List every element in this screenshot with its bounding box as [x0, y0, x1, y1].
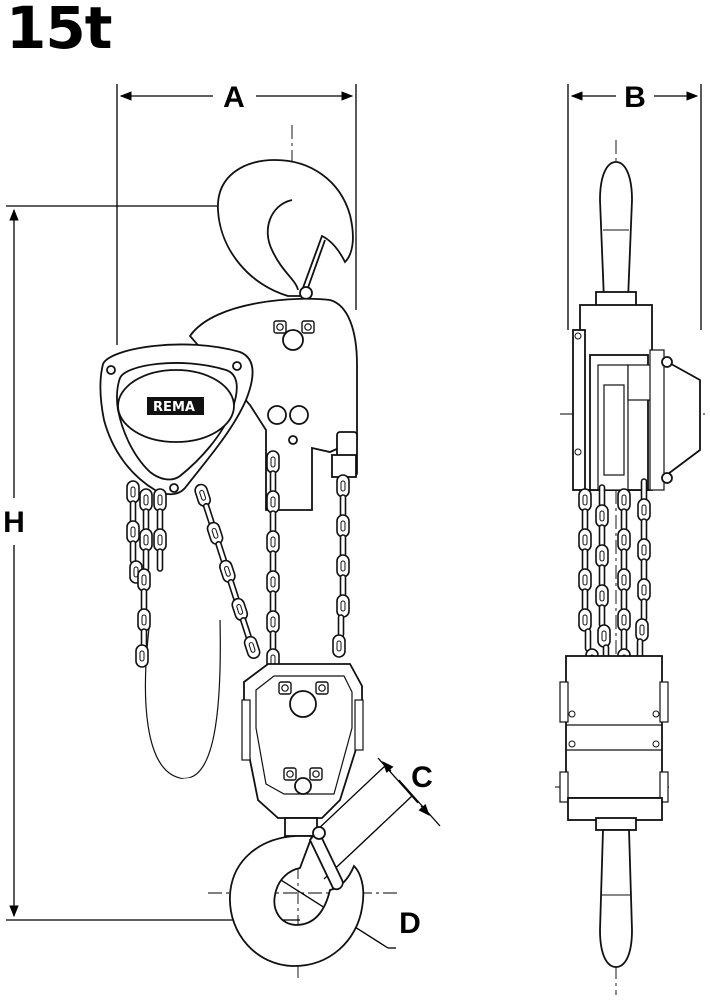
- bottom-hook: [229, 817, 365, 967]
- rema-logo: REMA ®: [147, 396, 209, 415]
- side-top-hook: [595, 161, 637, 309]
- capacity-title: 15t: [6, 0, 112, 62]
- hand-chain: [126, 480, 224, 779]
- load-chains: [192, 450, 350, 672]
- side-bottom-block: [559, 655, 669, 831]
- dimension-c-label: C: [411, 761, 433, 794]
- hand-wheel-housing: [99, 343, 254, 496]
- dimension-a-label: A: [223, 81, 245, 114]
- side-bottom-hook: [599, 829, 633, 968]
- side-chains: [578, 478, 651, 672]
- dimension-d-label: D: [399, 907, 421, 940]
- dimension-h-label: H: [3, 506, 25, 539]
- dimension-a: [116, 84, 357, 345]
- dimension-b: [567, 84, 702, 330]
- registered-mark: ®: [203, 396, 209, 403]
- rema-logo-text: REMA: [153, 400, 195, 415]
- bottom-block: [241, 663, 364, 819]
- top-hook: [217, 159, 354, 300]
- dimension-b-label: B: [624, 81, 646, 114]
- side-body: [572, 304, 701, 491]
